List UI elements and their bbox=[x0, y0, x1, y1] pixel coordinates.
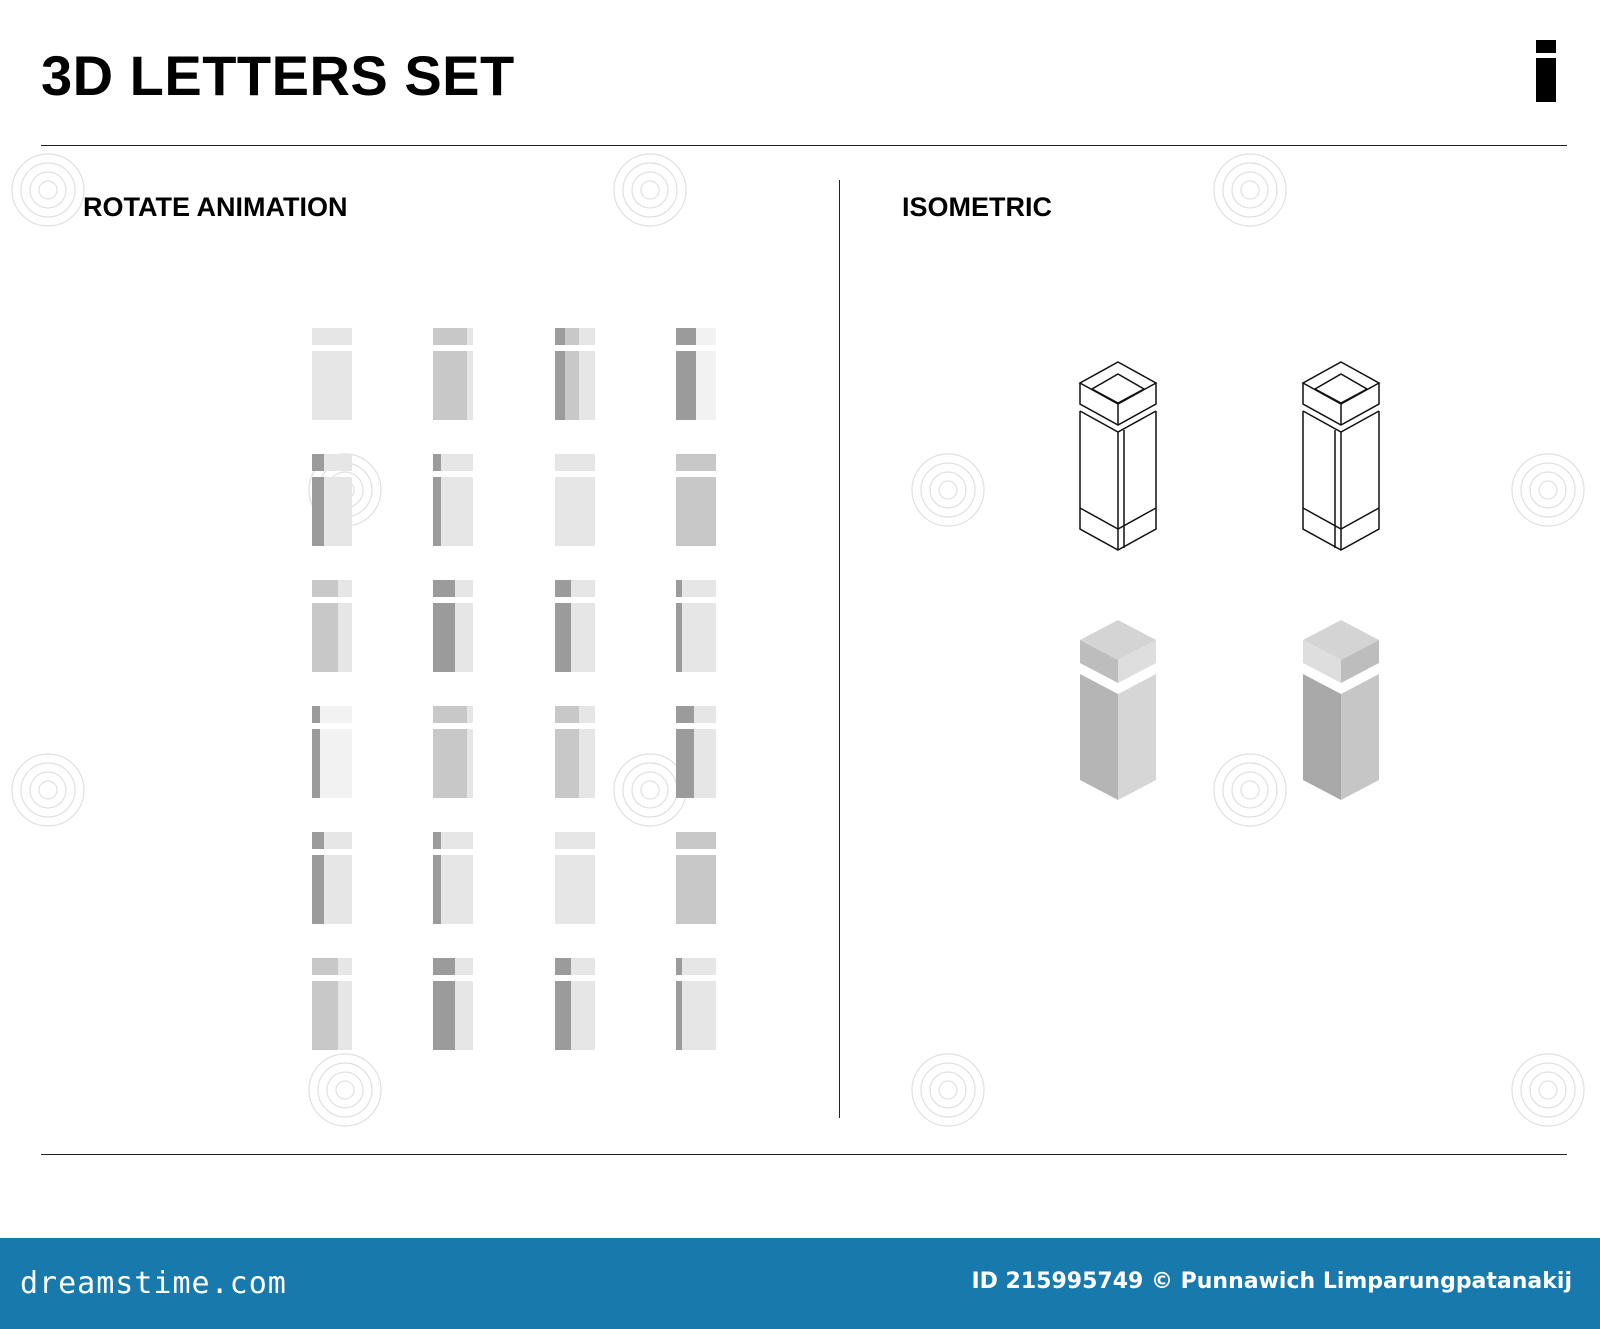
watermark-spiral-icon bbox=[11, 153, 85, 227]
rotate-frame bbox=[312, 832, 352, 924]
rotate-frame bbox=[676, 706, 716, 798]
section-title-rotate: ROTATE ANIMATION bbox=[83, 192, 348, 222]
watermark-spiral-icon bbox=[1511, 1053, 1585, 1127]
rotate-frame bbox=[555, 328, 595, 420]
rotate-frame bbox=[676, 832, 716, 924]
solid-i-1 bbox=[1080, 620, 1156, 800]
bottom-divider bbox=[41, 1154, 1567, 1155]
rotate-frame bbox=[555, 706, 595, 798]
page-title: 3D LETTERS SET bbox=[41, 44, 515, 107]
watermark-spiral-icon bbox=[1213, 753, 1287, 827]
rotate-frame bbox=[312, 580, 352, 672]
rotate-frame bbox=[676, 454, 716, 546]
rotate-frame bbox=[312, 958, 352, 1050]
footer-bar: dreamstime.com ID 215995749 © Punnawich … bbox=[0, 1238, 1600, 1329]
footer-credit: ID 215995749 © Punnawich Limparungpatana… bbox=[971, 1269, 1572, 1294]
rotate-frame bbox=[555, 454, 595, 546]
rotate-frame bbox=[676, 958, 716, 1050]
wireframe-i-2 bbox=[1301, 361, 1381, 551]
watermark-spiral-icon bbox=[613, 153, 687, 227]
isometric-drawings bbox=[1078, 361, 1381, 800]
rotate-frame bbox=[555, 580, 595, 672]
rotate-frame bbox=[676, 328, 716, 420]
rotate-frame bbox=[433, 328, 473, 420]
section-title-isometric: ISOMETRIC bbox=[902, 192, 1053, 222]
watermark-spiral-icon bbox=[911, 453, 985, 527]
watermark-spiral-icon bbox=[11, 753, 85, 827]
header-i-icon bbox=[1536, 40, 1556, 102]
rotate-animation-grid bbox=[312, 328, 716, 1050]
rotate-frame bbox=[433, 706, 473, 798]
top-divider bbox=[41, 145, 1567, 146]
center-divider bbox=[839, 180, 840, 1118]
watermark-spiral-icon bbox=[308, 1053, 382, 1127]
footer-logo: dreamstime.com bbox=[20, 1266, 287, 1301]
rotate-frame bbox=[676, 580, 716, 672]
rotate-frame bbox=[312, 328, 352, 420]
rotate-frame bbox=[312, 454, 352, 546]
wireframe-i-1 bbox=[1078, 361, 1158, 551]
watermark-spiral-icon bbox=[1213, 153, 1287, 227]
solid-i-2 bbox=[1303, 620, 1379, 800]
watermark-spiral-icon bbox=[1511, 453, 1585, 527]
rotate-frame bbox=[555, 832, 595, 924]
rotate-frame bbox=[555, 958, 595, 1050]
rotate-frame bbox=[433, 958, 473, 1050]
rotate-frame bbox=[433, 832, 473, 924]
rotate-frame bbox=[312, 706, 352, 798]
rotate-frame bbox=[433, 454, 473, 546]
watermark-spiral-icon bbox=[911, 1053, 985, 1127]
rotate-frame bbox=[433, 580, 473, 672]
